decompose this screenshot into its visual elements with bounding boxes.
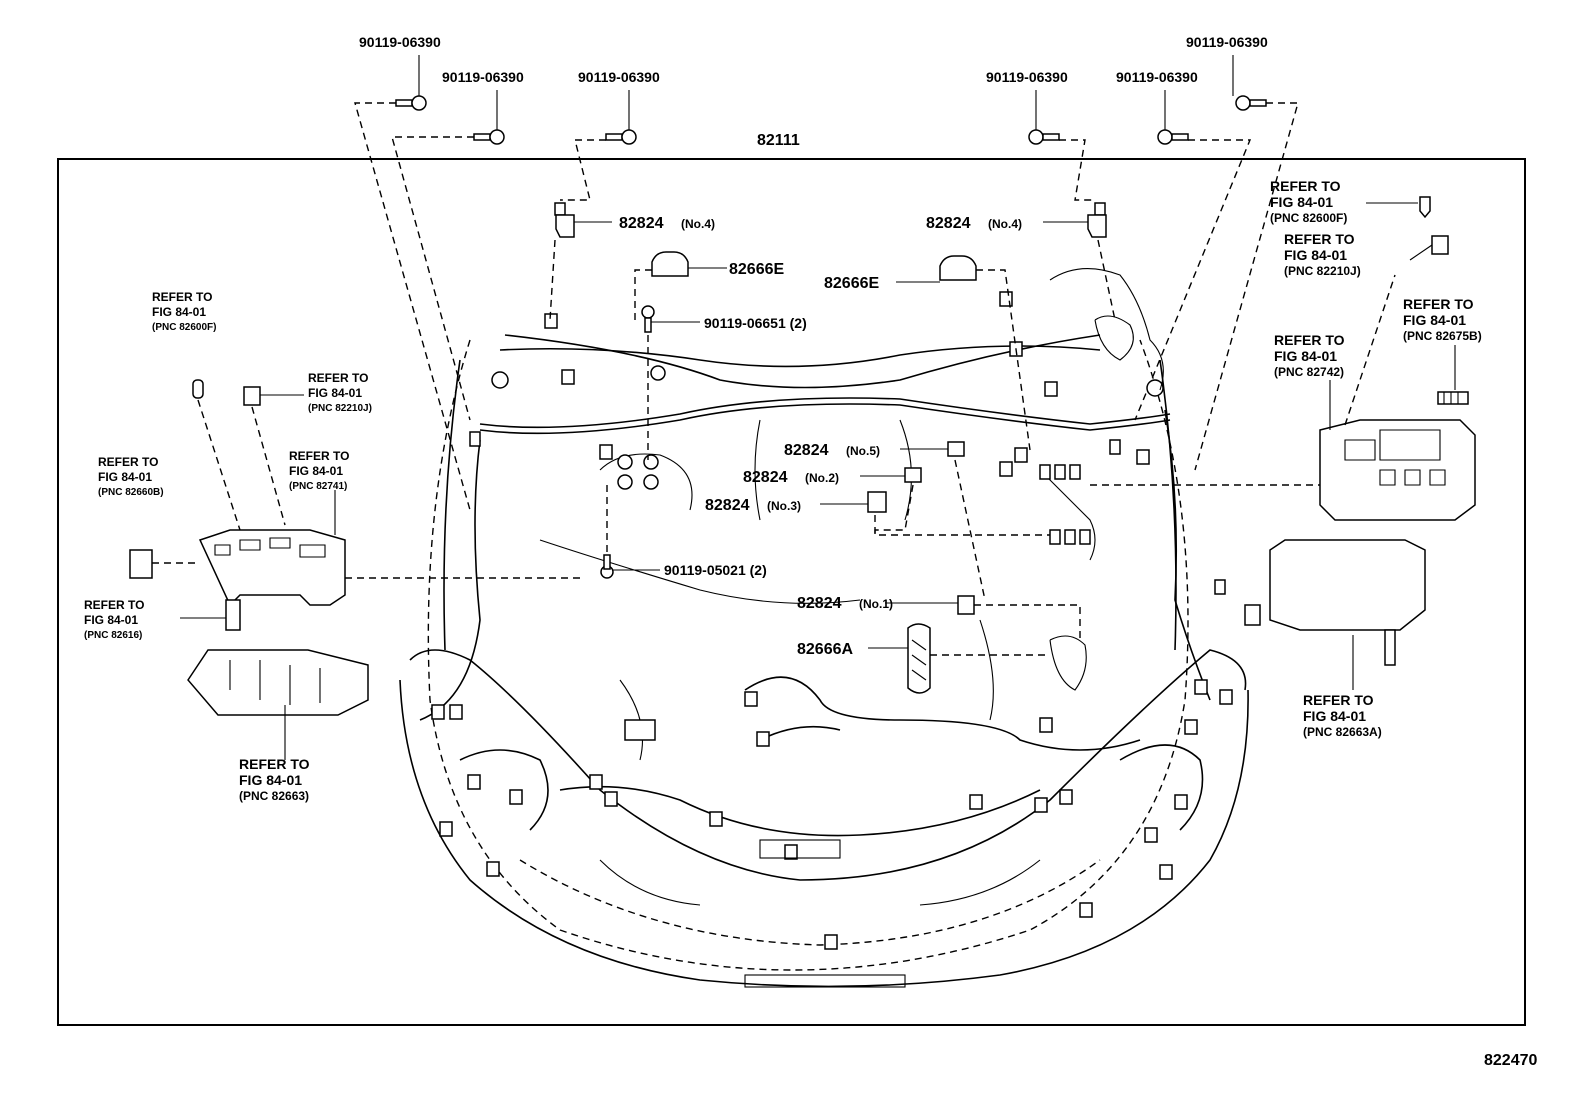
clamp-82824-no4-left-tag: (No.4) xyxy=(681,217,715,231)
ref-82600f-left: REFER TO FIG 84-01 (PNC 82600F) xyxy=(152,290,216,333)
cover-82666e-mid xyxy=(896,255,1031,451)
svg-text:FIG 84-01: FIG 84-01 xyxy=(152,305,206,319)
svg-text:REFER TO: REFER TO xyxy=(308,371,368,385)
ref-82742: REFER TO FIG 84-01 (PNC 82742) xyxy=(1274,332,1345,379)
bolt-part-number: 90119-06390 xyxy=(1116,69,1198,85)
fuse-box-82663 xyxy=(187,649,369,760)
bolt-icon xyxy=(395,95,427,111)
svg-text:FIG 84-01: FIG 84-01 xyxy=(84,613,138,627)
cover-82663a xyxy=(1244,539,1426,690)
svg-text:(PNC 82663A): (PNC 82663A) xyxy=(1303,725,1382,739)
svg-text:(PNC 82660B): (PNC 82660B) xyxy=(98,487,164,498)
component-82600f-right xyxy=(1419,196,1431,219)
component-82210j-left xyxy=(243,386,304,526)
svg-text:REFER TO: REFER TO xyxy=(239,756,310,772)
svg-text:REFER TO: REFER TO xyxy=(289,449,349,463)
clamp-82824-no1-label: 82824 xyxy=(797,595,842,612)
ref-82663a: REFER TO FIG 84-01 (PNC 82663A) xyxy=(1303,692,1382,739)
clamp-82824-no5 xyxy=(900,441,986,601)
cover-82666e-mid-label: 82666E xyxy=(824,275,879,292)
diagram-frame xyxy=(57,158,1526,1026)
component-82616 xyxy=(180,599,241,631)
svg-text:(PNC 82210J): (PNC 82210J) xyxy=(1284,264,1361,278)
svg-text:FIG 84-01: FIG 84-01 xyxy=(239,772,302,788)
cover-82666a xyxy=(868,623,1050,694)
svg-text:REFER TO: REFER TO xyxy=(84,598,144,612)
component-82675b xyxy=(1437,391,1469,405)
component-82210j-right xyxy=(1409,235,1449,261)
bolt-part-number: 90119-06390 xyxy=(442,69,524,85)
ref-82741: REFER TO FIG 84-01 (PNC 82741) xyxy=(289,449,349,492)
svg-text:(PNC 82600F): (PNC 82600F) xyxy=(152,322,216,333)
clamp-82824-no4-left xyxy=(549,202,612,321)
bolt-06651-label: 90119-06651 (2) xyxy=(704,315,807,331)
engine-bay-outline xyxy=(399,268,1249,988)
bolt-icon xyxy=(1157,129,1189,145)
main-part-number: 82111 xyxy=(757,132,800,149)
svg-text:REFER TO: REFER TO xyxy=(1403,296,1474,312)
ref-82675b: REFER TO FIG 84-01 (PNC 82675B) xyxy=(1403,296,1482,390)
bolt-icon xyxy=(1235,95,1267,111)
cover-82666a-label: 82666A xyxy=(797,641,853,658)
svg-text:FIG 84-01: FIG 84-01 xyxy=(308,386,362,400)
svg-text:FIG 84-01: FIG 84-01 xyxy=(1303,708,1366,724)
svg-text:(PNC 82663): (PNC 82663) xyxy=(239,789,309,803)
svg-text:FIG 84-01: FIG 84-01 xyxy=(1270,194,1333,210)
ref-82210j-left: REFER TO FIG 84-01 (PNC 82210J) xyxy=(308,371,372,414)
svg-text:(PNC 82675B): (PNC 82675B) xyxy=(1403,329,1482,343)
svg-text:REFER TO: REFER TO xyxy=(1284,231,1355,247)
svg-text:REFER TO: REFER TO xyxy=(1274,332,1345,348)
svg-text:FIG 84-01: FIG 84-01 xyxy=(289,464,343,478)
svg-text:FIG 84-01: FIG 84-01 xyxy=(1274,348,1337,364)
clamp-82824-no4-left-label: 82824 xyxy=(619,215,664,232)
bolt-icon xyxy=(605,129,637,145)
clamp-82824-no1 xyxy=(885,595,1081,640)
svg-text:FIG 84-01: FIG 84-01 xyxy=(98,470,152,484)
svg-text:FIG 84-01: FIG 84-01 xyxy=(1403,312,1466,328)
clamp-82824-no3-tag: (No.3) xyxy=(767,499,801,513)
junction-block-82741 xyxy=(198,490,580,607)
clamp-82824-no3 xyxy=(820,491,1050,536)
svg-text:REFER TO: REFER TO xyxy=(1270,178,1341,194)
bolt-05021-label: 90119-05021 (2) xyxy=(664,562,767,578)
svg-text:(PNC 82600F): (PNC 82600F) xyxy=(1270,211,1347,225)
clamp-82824-no4-right-tag: (No.4) xyxy=(988,217,1022,231)
ref-82600f-right: REFER TO FIG 84-01 (PNC 82600F) xyxy=(1270,178,1418,225)
component-82600f-left xyxy=(192,379,241,531)
bolt-90119-05021 xyxy=(600,480,660,579)
cover-82666e-top-label: 82666E xyxy=(729,261,784,278)
clamp-82824-no2-label: 82824 xyxy=(743,469,788,486)
svg-text:(PNC 82210J): (PNC 82210J) xyxy=(308,403,372,414)
relay-block-82742 xyxy=(1090,274,1476,521)
ref-82660b: REFER TO FIG 84-01 (PNC 82660B) xyxy=(98,455,164,498)
clamp-82824-no5-tag: (No.5) xyxy=(846,444,880,458)
bolt-icon xyxy=(1028,129,1060,145)
svg-text:(PNC 82742): (PNC 82742) xyxy=(1274,365,1344,379)
clamp-82824-no4-right xyxy=(1043,202,1116,321)
ref-82663: REFER TO FIG 84-01 (PNC 82663) xyxy=(239,756,310,803)
clamp-82824-no4-right-label: 82824 xyxy=(926,215,971,232)
clamp-82824-no3-label: 82824 xyxy=(705,497,750,514)
ref-82210j-right: REFER TO FIG 84-01 (PNC 82210J) xyxy=(1284,231,1361,278)
clamp-82824-no1-tag: (No.1) xyxy=(859,597,893,611)
clamp-82824-no2-tag: (No.2) xyxy=(805,471,839,485)
bolt-90119-06651 xyxy=(641,305,700,460)
svg-text:REFER TO: REFER TO xyxy=(152,290,212,304)
svg-text:REFER TO: REFER TO xyxy=(1303,692,1374,708)
bolt-icon xyxy=(473,129,505,145)
bolt-part-number: 90119-06390 xyxy=(359,34,441,50)
bolt-part-number: 90119-06390 xyxy=(578,69,660,85)
svg-text:(PNC 82741): (PNC 82741) xyxy=(289,481,347,492)
cover-82666e-top xyxy=(634,251,727,320)
ref-82616: REFER TO FIG 84-01 (PNC 82616) xyxy=(84,598,144,641)
svg-text:FIG 84-01: FIG 84-01 xyxy=(1284,247,1347,263)
svg-text:(PNC 82616): (PNC 82616) xyxy=(84,630,142,641)
component-82660b xyxy=(129,549,200,579)
svg-text:REFER TO: REFER TO xyxy=(98,455,158,469)
bolt-part-number: 90119-06390 xyxy=(986,69,1068,85)
bolt-part-number: 90119-06390 xyxy=(1186,34,1268,50)
figure-id: 822470 xyxy=(1484,1052,1537,1069)
clamp-82824-no5-label: 82824 xyxy=(784,442,829,459)
